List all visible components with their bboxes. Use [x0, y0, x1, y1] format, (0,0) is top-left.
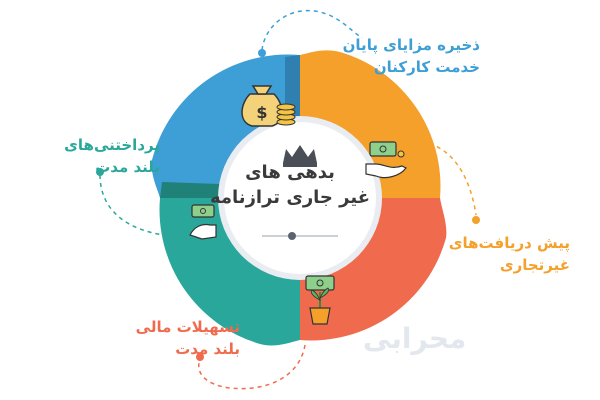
label-bottom-left-line2: بلند مدت: [175, 340, 240, 358]
label-top-right-line1: ذخیره مزایای پایان: [342, 36, 480, 54]
money-plant-icon: [305, 275, 335, 325]
svg-text:$: $: [256, 103, 267, 122]
connector-dot-top: [258, 49, 266, 57]
connector-left: [99, 174, 171, 237]
hand-cash-icon: [189, 204, 217, 240]
label-bottom-left-line1: تسهیلات مالی: [135, 318, 240, 336]
connector-dot-bottom: [196, 353, 204, 361]
connector-dot-right: [472, 216, 480, 224]
connector-bottom: [198, 344, 306, 390]
label-right-line1: پیش دریافت‌های: [448, 234, 570, 252]
segment-right-orange: [300, 50, 441, 198]
label-right: پیش دریافت‌های غیرتجاری: [430, 232, 570, 276]
segment-bottom-red: [300, 198, 447, 341]
connector-top-right: [261, 9, 363, 51]
center-title-line2: غیر جاری ترازنامه: [209, 187, 371, 208]
segment-left-teal-fold: [160, 182, 222, 198]
watermark: محرابی: [363, 322, 467, 355]
label-right-line2: غیرتجاری: [499, 256, 570, 274]
center-divider-dot: [288, 232, 296, 240]
label-top-right-line2: خدمت کارکنان: [373, 58, 480, 76]
connector-dot-left: [96, 168, 104, 176]
center-title: بدهی های غیر جاری ترازنامه: [205, 162, 375, 208]
money-bag-icon: $: [241, 85, 296, 127]
label-left: پرداختنی‌های بلند مدت: [40, 134, 160, 178]
label-left-line1: پرداختنی‌های: [64, 136, 160, 154]
label-left-line2: بلند مدت: [95, 158, 160, 176]
label-bottom-left: تسهیلات مالی بلند مدت: [130, 316, 240, 360]
crown-logo-icon: [283, 145, 317, 167]
center-title-line1: بدهی های: [245, 162, 335, 183]
label-top-right: ذخیره مزایای پایان خدمت کارکنان: [320, 34, 480, 78]
hand-cash-icon: [365, 141, 407, 179]
